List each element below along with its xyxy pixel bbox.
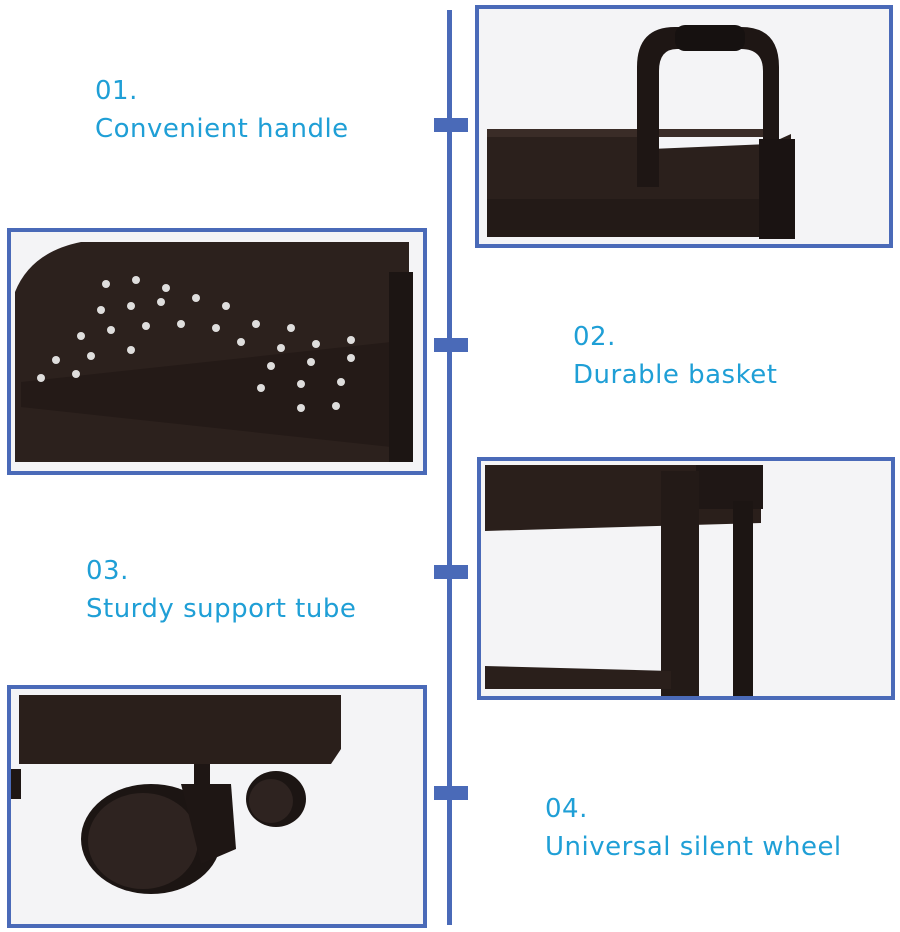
timeline-line bbox=[447, 10, 452, 925]
feature-label: Convenient handle bbox=[95, 114, 349, 144]
feature-label: Sturdy support tube bbox=[86, 594, 357, 624]
tube-photo bbox=[477, 457, 895, 700]
feature-number: 01. bbox=[95, 76, 138, 106]
timeline-marker-2 bbox=[434, 338, 468, 352]
feature-number: 03. bbox=[86, 556, 129, 586]
feature-label: Universal silent wheel bbox=[545, 832, 842, 862]
feature-number: 02. bbox=[573, 322, 616, 352]
feature-label: Durable basket bbox=[573, 360, 778, 390]
handle-photo bbox=[475, 5, 893, 248]
feature-number: 04. bbox=[545, 794, 588, 824]
timeline-marker-1 bbox=[434, 118, 468, 132]
feature-2: 02. Durable basket bbox=[573, 318, 777, 394]
wheel-photo bbox=[7, 685, 427, 928]
feature-1: 01. Convenient handle bbox=[95, 72, 349, 148]
timeline-marker-4 bbox=[434, 786, 468, 800]
feature-3: 03. Sturdy support tube bbox=[86, 552, 356, 628]
timeline-marker-3 bbox=[434, 565, 468, 579]
feature-4: 04. Universal silent wheel bbox=[545, 790, 842, 866]
basket-photo bbox=[7, 228, 427, 475]
